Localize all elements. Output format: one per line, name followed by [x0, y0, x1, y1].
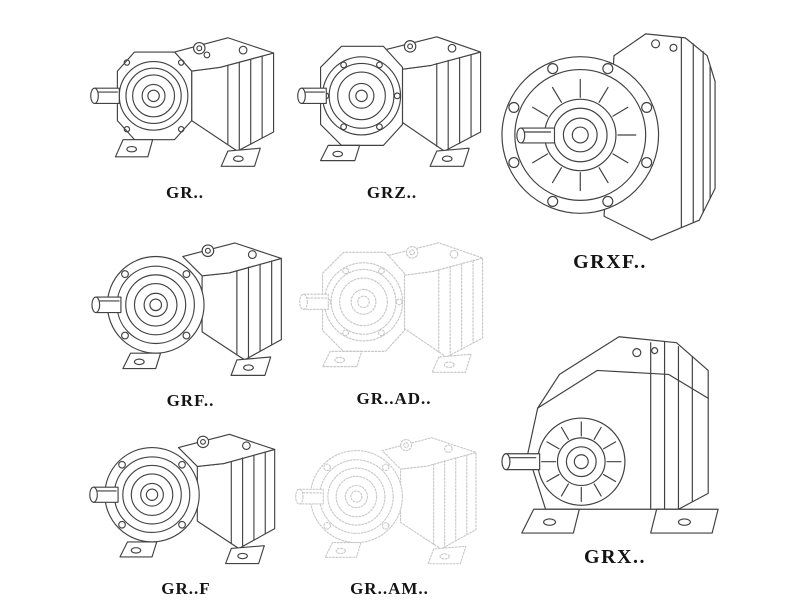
gearbox-drawing-gr-am: [292, 410, 487, 574]
gearbox-drawing-grf: [88, 214, 293, 386]
figure-label-grxf: GRXF..: [573, 251, 647, 273]
figure-grxf: GRXF..: [495, 22, 725, 274]
gearbox-drawing-grx: [500, 305, 730, 541]
figure-grz: GRZ..: [292, 8, 492, 203]
figure-gr-f: GR..F: [86, 406, 286, 599]
figure-label-grx: GRX..: [584, 546, 646, 568]
figure-grf: GRF..: [88, 214, 293, 411]
figure-label-gr-f: GR..F: [161, 579, 211, 598]
figure-gr-am: GR..AM..: [292, 410, 487, 599]
figure-label-grz: GRZ..: [366, 183, 418, 202]
figure-grx: GRX..: [500, 305, 730, 569]
gearbox-drawing-grz: [292, 8, 492, 178]
figure-label-gr: GR..: [166, 183, 204, 202]
figure-label-gr-am: GR..AM..: [350, 579, 429, 598]
gearbox-drawing-gr: [85, 8, 285, 178]
figure-label-grf: GRF..: [166, 391, 215, 410]
figure-label-gr-ad: GR..AD..: [356, 389, 432, 408]
gearbox-drawing-gr-ad: [294, 214, 494, 384]
gearbox-drawing-grxf: [495, 22, 725, 246]
figure-gr: GR..: [85, 8, 285, 203]
figure-gr-ad: GR..AD..: [294, 214, 494, 409]
gearbox-drawing-gr-f: [86, 406, 286, 574]
